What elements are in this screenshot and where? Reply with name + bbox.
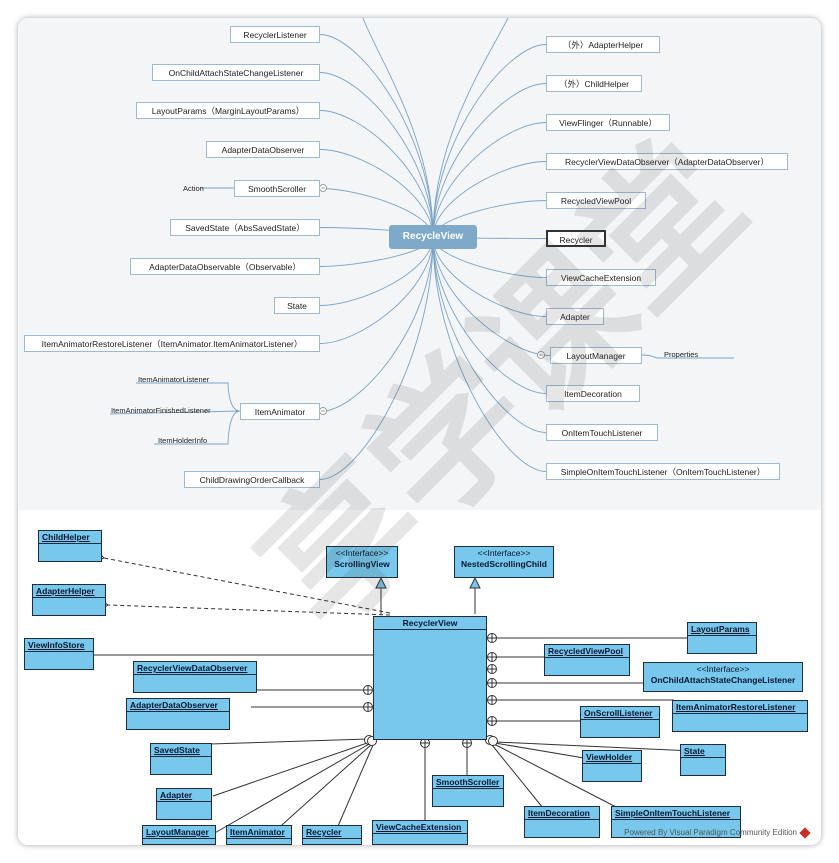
mm-node-on-item-touch-listener[interactable]: OnItemTouchListener [546, 424, 658, 441]
mm-node-item-animator-restore-listener[interactable]: ItemAnimatorRestoreListener（ItemAnimator… [24, 335, 320, 352]
mind-map-connector [319, 236, 434, 412]
uml-class-recycler-view-data-observer[interactable]: RecyclerViewDataObserver [133, 661, 257, 693]
mm-node-item-animator[interactable]: ItemAnimator [240, 403, 320, 420]
visual-paradigm-logo-icon [799, 827, 811, 839]
uml-class-on-scroll-listener[interactable]: OnScrollListener [580, 706, 660, 738]
uml-class-smooth-scroller[interactable]: SmoothScroller [432, 775, 504, 807]
mm-node-saved-state[interactable]: SavedState（AbsSavedState） [170, 219, 320, 236]
uml-interface-name: NestedScrollingChild [461, 559, 547, 569]
uml-stereotype: <<Interface>> [477, 548, 531, 558]
dependency-adapter-helper [108, 605, 391, 616]
mind-map-connector [432, 83, 547, 238]
mind-map-connector [319, 34, 434, 238]
uml-class-saved-state[interactable]: SavedState [150, 743, 212, 775]
mm-node-adapter-data-observer[interactable]: AdapterDataObserver [206, 141, 320, 158]
mm-label-properties: Properties [664, 350, 699, 359]
uml-class-view-info-store[interactable]: ViewInfoStore [24, 638, 94, 670]
uml-connectors [93, 510, 695, 835]
uml-stereotype: <<Interface>> [696, 664, 750, 674]
uml-class-recycler-view[interactable]: RecyclerView [373, 616, 487, 740]
mm-node-child-helper[interactable]: （外）ChildHelper [546, 75, 642, 92]
uml-class-child-helper[interactable]: ChildHelper [38, 530, 102, 562]
mm-node-layout-manager[interactable]: LayoutManager [550, 347, 642, 364]
uml-class-recycler[interactable]: Recycler [302, 825, 362, 845]
uml-class-diagram: RecyclerView <<Interface>> ScrollingView… [18, 510, 821, 845]
uml-class-layout-manager[interactable]: LayoutManager [142, 825, 216, 845]
mm-node-on-child-attach-state-change-listener[interactable]: OnChildAttachStateChangeListener [152, 64, 320, 81]
mind-map-connector [432, 236, 551, 356]
mm-node-item-decoration[interactable]: ItemDecoration [546, 385, 640, 402]
uml-class-item-decoration[interactable]: ItemDecoration [524, 806, 600, 838]
mind-map-connector [319, 149, 434, 238]
mm-node-layout-params[interactable]: LayoutParams（MarginLayoutParams） [136, 102, 320, 119]
mm-node-recycler-listener[interactable]: RecyclerListener [230, 26, 320, 43]
mind-map-connector [432, 44, 547, 238]
mm-node-adapter[interactable]: Adapter [546, 308, 604, 325]
uml-class-simple-on-item-touch-listener[interactable]: SimpleOnItemTouchListener [611, 806, 741, 838]
mind-map-sub-connector [154, 410, 241, 445]
mm-label-item-animator-finished-listener: ItemAnimatorFinishedListener [111, 406, 211, 415]
mind-map-sub-connector [136, 382, 241, 412]
mind-map-connector [432, 236, 547, 317]
mind-map-panel: RecycleView RecyclerListener OnChildAtta… [18, 18, 821, 510]
mm-label-action: Action [183, 184, 204, 193]
mind-map-connector [432, 161, 547, 238]
mm-node-view-cache-extension[interactable]: ViewCacheExtension [546, 269, 656, 286]
uml-interface-name: ScrollingView [334, 559, 390, 569]
uml-class-adapter[interactable]: Adapter [156, 788, 212, 820]
mm-node-adapter-data-observable[interactable]: AdapterDataObservable（Observable） [130, 258, 320, 275]
mind-map-connector [319, 236, 434, 344]
mind-map-connector [432, 236, 547, 433]
mind-map-connector [432, 236, 547, 472]
uml-interface-on-child-attach-state-change-listener[interactable]: <<Interface>> OnChildAttachStateChangeLi… [643, 662, 803, 692]
mm-node-adapter-helper[interactable]: （外）AdapterHelper [546, 36, 660, 53]
uml-class-adapter-helper[interactable]: AdapterHelper [32, 584, 106, 616]
uml-class-layout-params[interactable]: LayoutParams [687, 622, 757, 654]
uml-interface-scrolling-view[interactable]: <<Interface>> ScrollingView [326, 546, 398, 578]
uml-class-item-animator-restore-listener[interactable]: ItemAnimatorRestoreListener [672, 700, 808, 732]
mind-map-connector [319, 236, 434, 480]
uml-class-item-animator[interactable]: ItemAnimator [226, 825, 292, 845]
mm-node-child-drawing-order-callback[interactable]: ChildDrawingOrderCallback [184, 471, 320, 488]
footer-credit: Powered By Visual Paradigm Community Edi… [624, 827, 811, 839]
uml-class-adapter-data-observer[interactable]: AdapterDataObserver [126, 698, 230, 730]
mm-node-state[interactable]: State [274, 297, 320, 314]
mm-node-recycled-view-pool[interactable]: RecycledViewPool [546, 192, 646, 209]
mind-map-sub-connector [641, 354, 734, 359]
mind-map-connector [319, 72, 434, 238]
mm-label-item-animator-listener: ItemAnimatorListener [138, 375, 210, 384]
mm-node-simple-on-item-touch-listener[interactable]: SimpleOnItemTouchListener（OnItemTouchLis… [546, 463, 780, 480]
uml-class-name: RecyclerView [374, 617, 486, 630]
mm-node-view-flinger[interactable]: ViewFlinger（Runnable） [546, 114, 670, 131]
mm-node-recycler[interactable]: Recycler [546, 230, 606, 247]
mm-label-item-holder-info: ItemHolderInfo [158, 436, 208, 445]
mind-map-connector [432, 18, 509, 238]
uml-interface-nested-scrolling-child[interactable]: <<Interface>> NestedScrollingChild [454, 546, 554, 578]
uml-stereotype: <<Interface>> [335, 548, 389, 558]
diagram-frame: RecycleView RecyclerListener OnChildAtta… [18, 18, 821, 845]
mind-map-center-node[interactable]: RecycleView [389, 225, 477, 249]
mind-map-sub-connector [109, 410, 241, 415]
mind-map-connector [432, 236, 547, 394]
uml-class-view-holder[interactable]: ViewHolder [582, 750, 642, 782]
uml-class-recycled-view-pool[interactable]: RecycledViewPool [544, 644, 630, 676]
mind-map-connector [362, 18, 434, 238]
mind-map-connector [319, 110, 434, 238]
mm-node-smooth-scroller[interactable]: SmoothScroller [234, 180, 320, 197]
uml-class-view-cache-extension[interactable]: ViewCacheExtension [372, 820, 468, 845]
mind-map-connector [432, 122, 547, 238]
uml-class-state[interactable]: State [680, 744, 726, 776]
mm-node-recycler-view-data-observer[interactable]: RecyclerViewDataObserver（AdapterDataObse… [546, 153, 788, 170]
